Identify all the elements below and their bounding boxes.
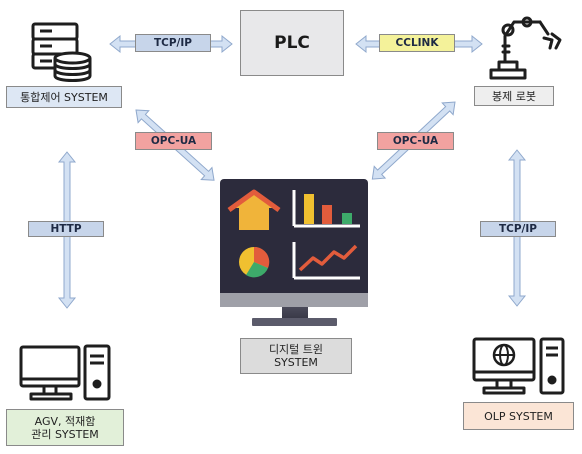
tcpip-label-top: TCP/IP: [135, 34, 211, 52]
tcpip-label-right: TCP/IP: [480, 221, 556, 237]
integrated-control-node: 통합제어 SYSTEM: [6, 86, 122, 108]
opcua-label-right: OPC-UA: [377, 132, 454, 150]
http-label: HTTP: [28, 221, 104, 237]
desktop-computer-icon: [19, 344, 111, 401]
digital-twin-node: 디지털 트윈 SYSTEM: [240, 338, 352, 374]
olp-node: OLP SYSTEM: [463, 402, 574, 430]
monitor-dashboard-icon: [220, 179, 368, 326]
robot-arm-icon: [489, 16, 562, 80]
agv-storage-node: AGV, 적재함 관리 SYSTEM: [6, 409, 124, 446]
cclink-label: CCLINK: [379, 34, 455, 52]
plc-node: PLC: [240, 10, 344, 76]
opcua-label-left: OPC-UA: [135, 132, 212, 150]
server-icon: [31, 22, 92, 82]
globe-computer-icon: [472, 337, 565, 395]
sewing-robot-node: 봉제 로봇: [474, 86, 554, 106]
